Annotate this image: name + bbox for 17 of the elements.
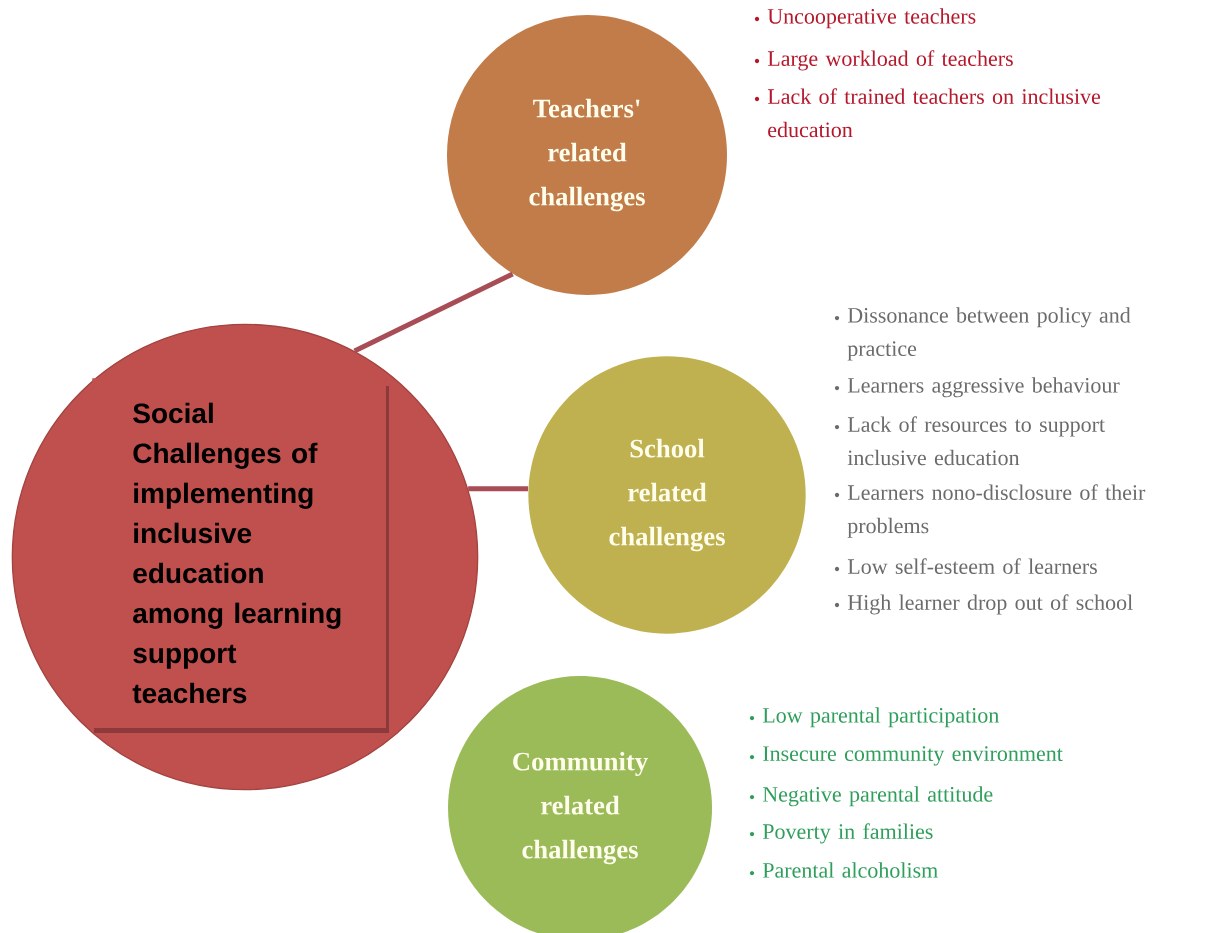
list-item: Dissonance between policy and practice — [834, 307, 1131, 361]
connector-line — [468, 486, 529, 492]
connector-line — [353, 271, 514, 354]
list-item: Lack of trained teachers on inclusive education — [754, 88, 1101, 138]
list-item: Low self-esteem of learners — [834, 558, 1097, 574]
list-item: Insecure community environment — [749, 746, 1063, 766]
list-item: Learners nono-disclosure of their problems — [834, 484, 1146, 538]
list-item: Parental alcoholism — [749, 862, 938, 878]
list-item: Low parental participation — [749, 707, 999, 728]
text-box: Social Challenges of implementing inclusive education among learning support teachers — [92, 378, 389, 733]
list-item: High learner drop out of school — [834, 594, 1133, 615]
list-item: Negative parental attitude — [749, 786, 993, 807]
list-item: Poverty in families — [749, 823, 933, 844]
list-item: Large workload of teachers — [754, 50, 1013, 71]
list-item: Learners aggressive behaviour — [834, 377, 1120, 398]
list-item: Uncooperative teachers — [754, 8, 976, 29]
list-item: Lack of resources to support inclusive education — [834, 416, 1105, 466]
